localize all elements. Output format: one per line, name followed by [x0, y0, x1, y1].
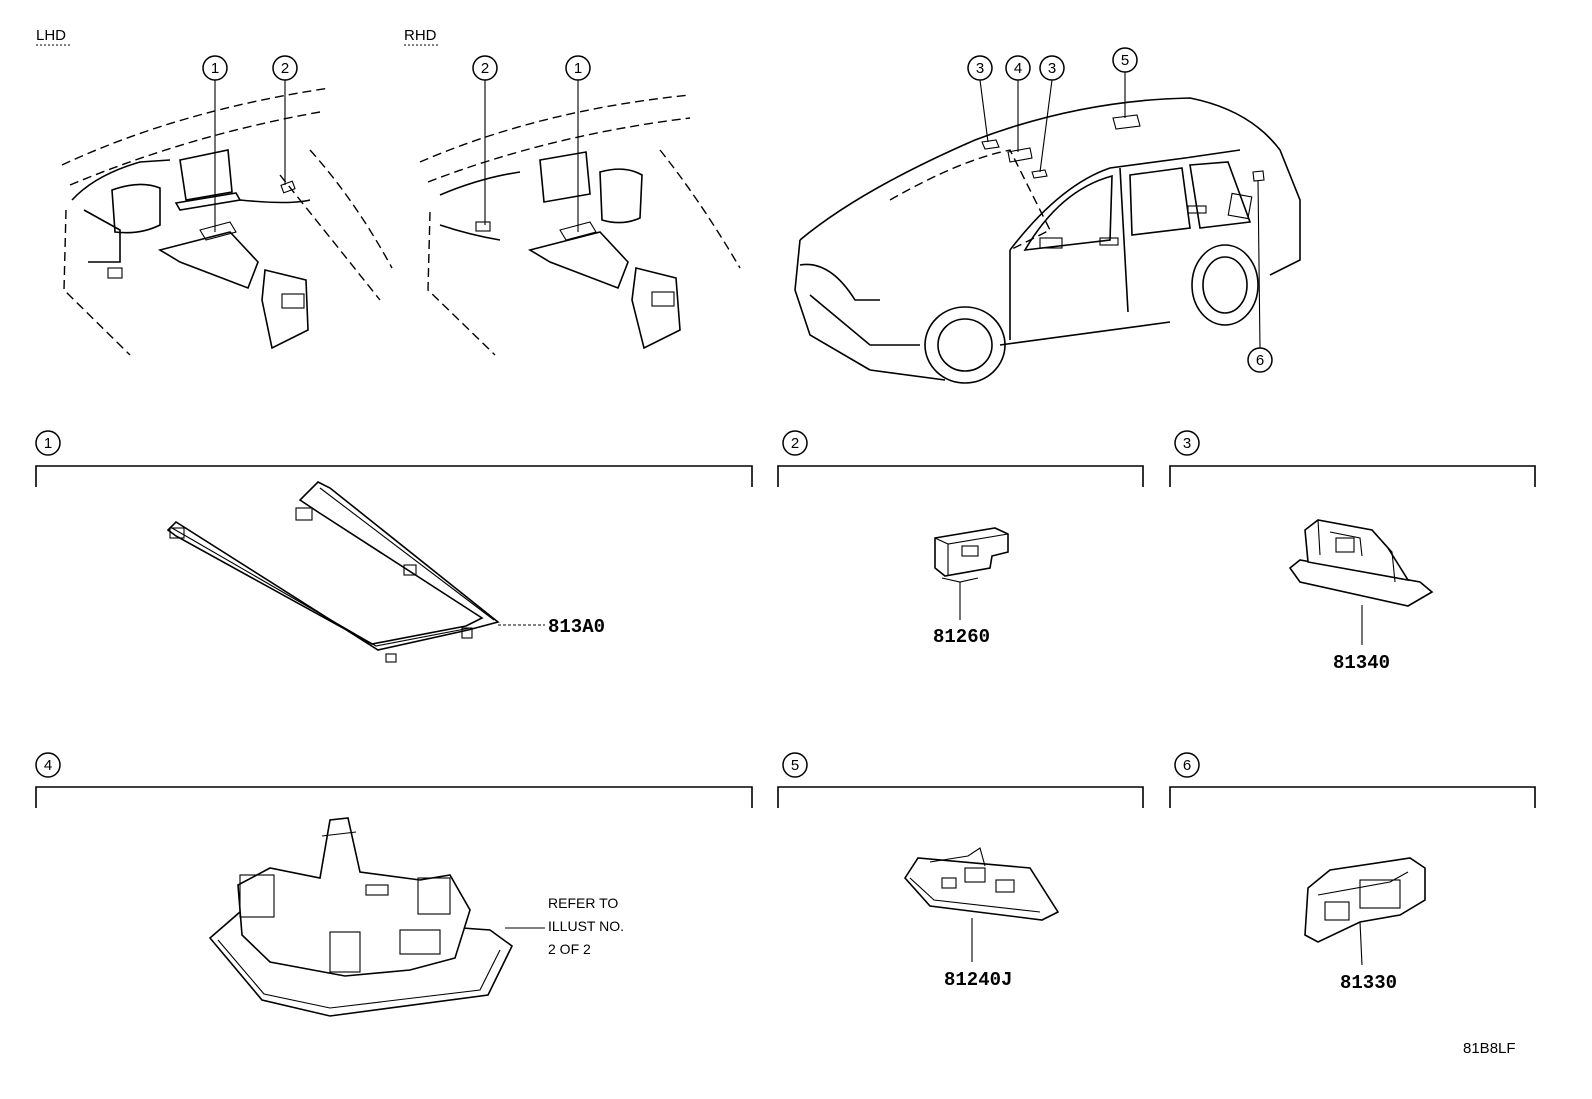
rhd-label: RHD	[404, 27, 437, 44]
rhd-callout-1	[565, 55, 591, 81]
section-6: 6 81330	[1169, 752, 1536, 994]
section-1-part-number: 813A0	[548, 616, 605, 638]
section-6-number: 6	[1183, 757, 1191, 774]
lhd-label: LHD	[36, 27, 66, 44]
section-2: 2 81260	[777, 430, 1144, 648]
svg-text:3: 3	[1048, 60, 1056, 77]
section-4: 4 REFER TO ILLUST NO. 2 OF 2	[35, 752, 753, 1017]
svg-text:2: 2	[481, 60, 489, 77]
lhd-callout-2	[272, 55, 298, 81]
rhd-view: RHD 2 1	[404, 27, 741, 356]
svg-text:5: 5	[1121, 52, 1129, 69]
vehicle-callout-6	[1247, 347, 1273, 373]
vehicle-callout-5	[1112, 47, 1138, 73]
vehicle-callout-4	[1005, 55, 1031, 81]
section-3: 3 81340	[1169, 430, 1536, 674]
section-6-part-number: 81330	[1340, 972, 1397, 994]
vehicle-callout-3a	[967, 55, 993, 81]
svg-text:6: 6	[1256, 352, 1264, 369]
svg-text:4: 4	[1014, 60, 1022, 77]
illustration-id: 81B8LF	[1463, 1040, 1516, 1057]
lhd-callout-1	[202, 55, 228, 81]
svg-text:1: 1	[211, 60, 219, 77]
section-1: 1 813A0	[35, 430, 753, 663]
section-3-number: 3	[1183, 435, 1191, 452]
section-2-part-number: 81260	[933, 626, 990, 648]
section-5-number: 5	[791, 757, 799, 774]
section-4-note-line-1: REFER TO	[548, 895, 618, 911]
section-4-note-line-3: 2 OF 2	[548, 941, 591, 957]
section-5-part-number: 81240J	[944, 969, 1012, 991]
section-4-note-line-2: ILLUST NO.	[548, 918, 624, 934]
svg-text:3: 3	[976, 60, 984, 77]
vehicle-callout-3b	[1039, 55, 1065, 81]
section-1-number: 1	[44, 435, 52, 452]
vehicle-view: 3 4 3 5 6	[794, 47, 1301, 384]
section-3-part-number: 81340	[1333, 652, 1390, 674]
lhd-view: LHD 1 2	[36, 27, 393, 356]
section-5: 5 81240J	[777, 752, 1144, 991]
section-4-number: 4	[44, 757, 52, 774]
section-2-number: 2	[791, 435, 799, 452]
svg-text:2: 2	[281, 60, 289, 77]
rhd-callout-2	[472, 55, 498, 81]
svg-text:1: 1	[574, 60, 582, 77]
